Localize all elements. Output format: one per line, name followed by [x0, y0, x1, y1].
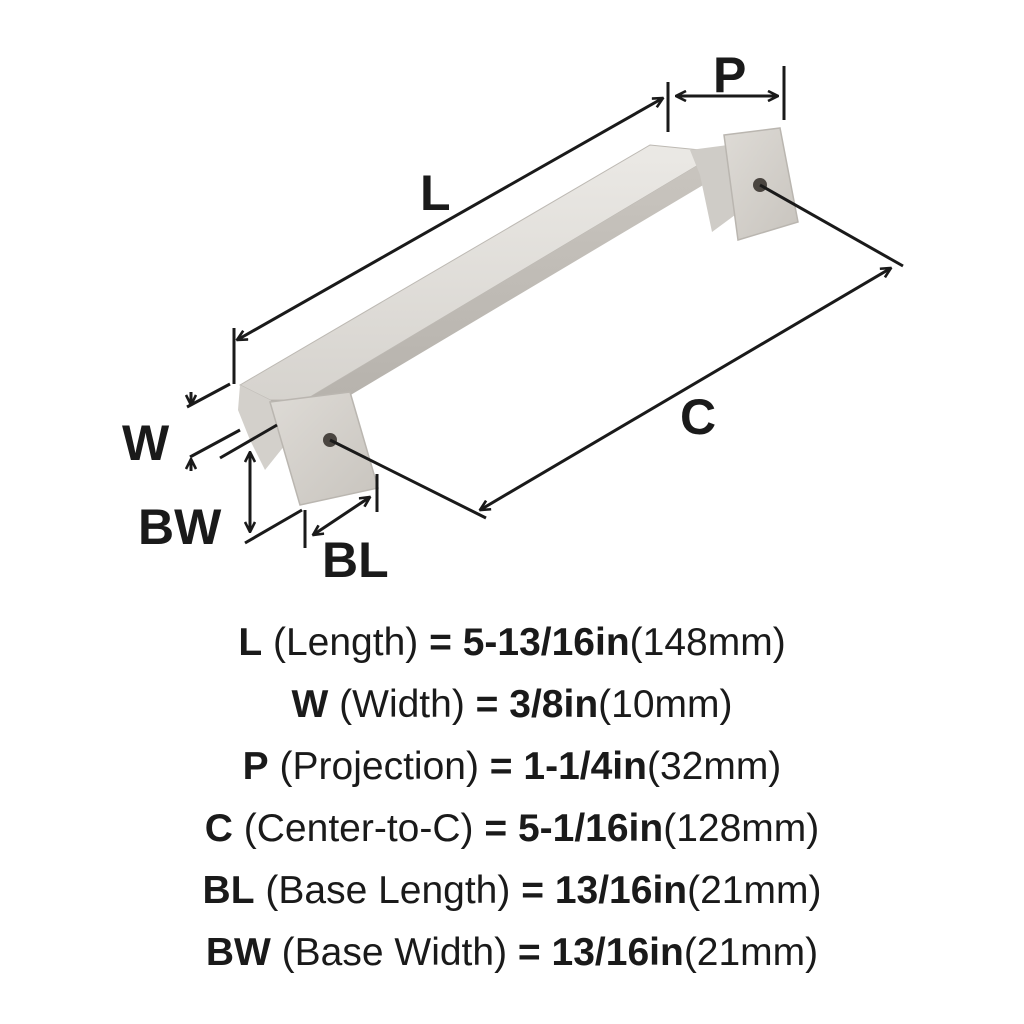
specifications-list: L (Length) = 5-13/16in(148mm) W (Width) … — [0, 612, 1024, 984]
dimension-lines — [187, 66, 904, 548]
spec-row-base-length: BL (Base Length) = 13/16in(21mm) — [202, 869, 822, 912]
spec-row-width: W (Width) = 3/8in(10mm) — [291, 683, 733, 726]
label-width: W — [122, 415, 170, 471]
label-length: L — [420, 165, 451, 221]
spec-row-projection: P (Projection) = 1-1/4in(32mm) — [242, 745, 782, 788]
spec-row-length: L (Length) = 5-13/16in(148mm) — [238, 621, 786, 664]
spec-row-center-to-center: C (Center-to-C) = 5-1/16in(128mm) — [204, 807, 820, 850]
label-base-width: BW — [138, 499, 222, 555]
handle-body — [238, 127, 799, 506]
handle-dimension-diagram: L P C W BW BL — [0, 47, 904, 588]
label-projection: P — [713, 47, 747, 103]
spec-row-base-width: BW (Base Width) = 13/16in(21mm) — [205, 931, 819, 974]
label-base-length: BL — [322, 532, 389, 588]
label-center-to-center: C — [680, 389, 717, 445]
cabinet-pull-illustration — [0, 66, 904, 548]
